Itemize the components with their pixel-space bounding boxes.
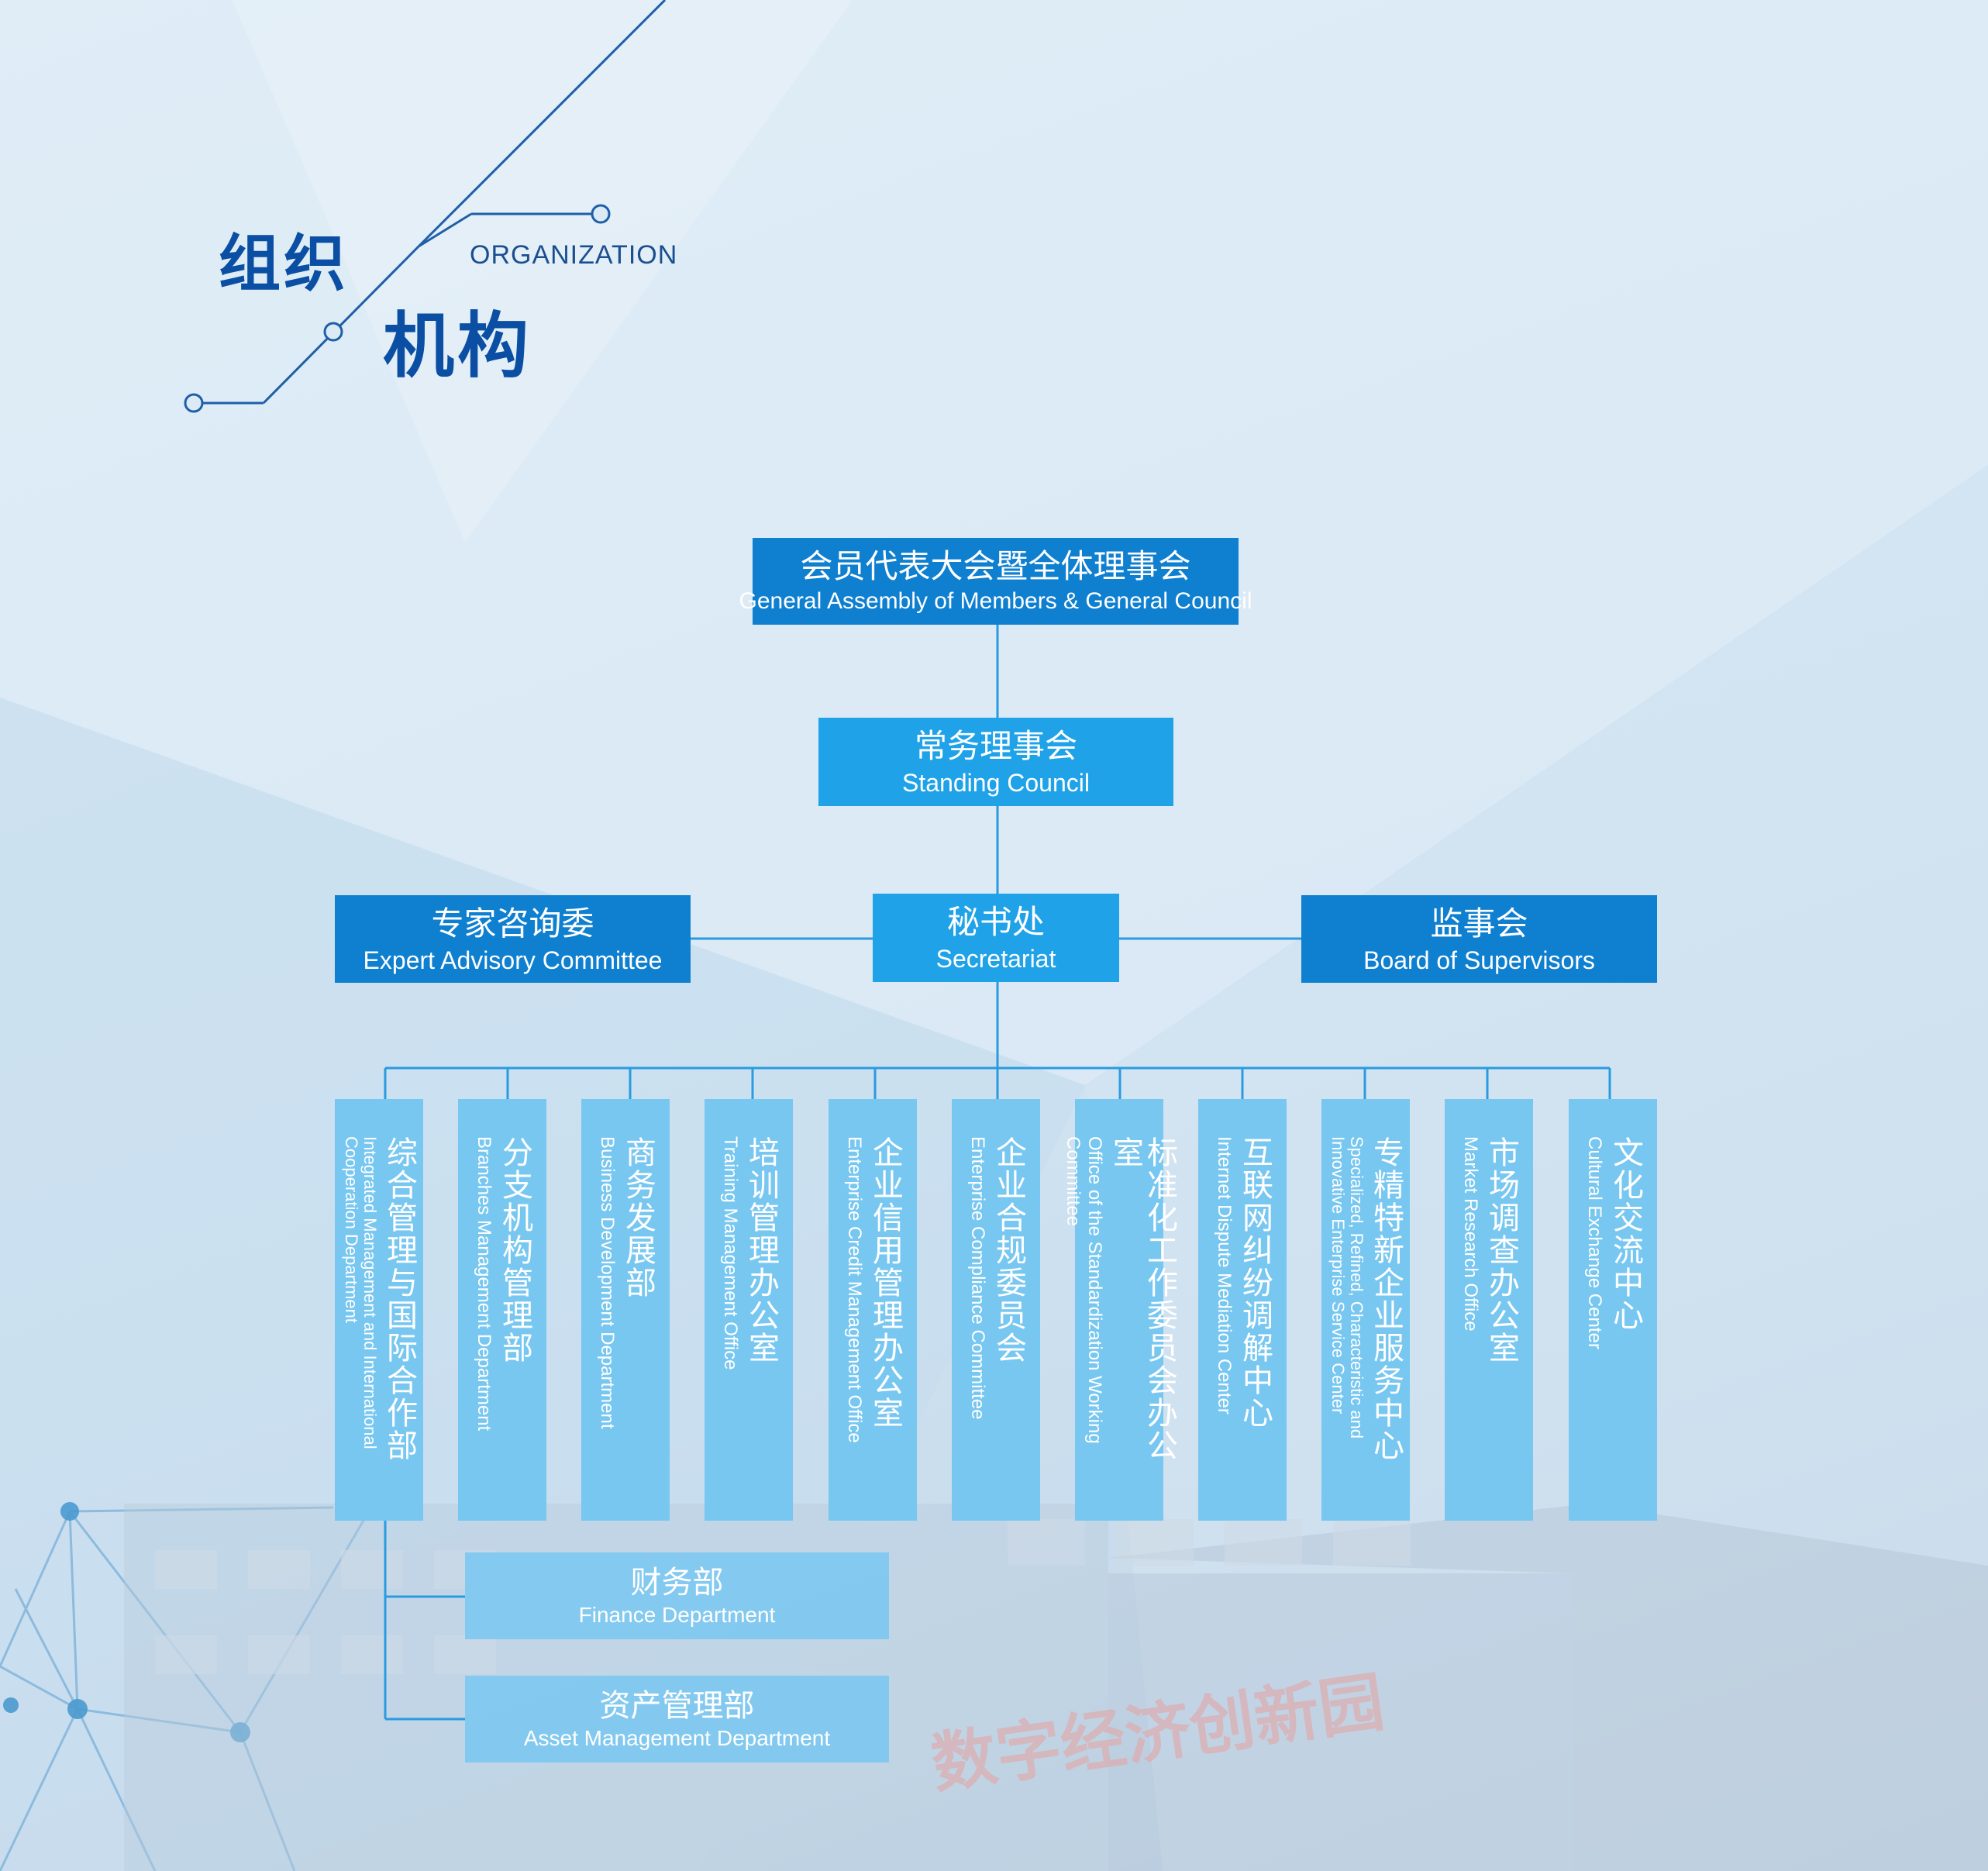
dept-enterprise-credit: 企业信用管理办公室 Enterprise Credit Management O… — [829, 1099, 917, 1521]
standing-council-en: Standing Council — [902, 769, 1090, 797]
dept-standardization-office: 标准化工作委员会办公室 Office of the Standardizatio… — [1063, 1099, 1177, 1521]
board-of-supervisors-en: Board of Supervisors — [1363, 946, 1595, 974]
dept-en: Enterprise Credit Management Office — [844, 1136, 865, 1443]
secretariat-en: Secretariat — [935, 945, 1056, 973]
board-of-supervisors-zh: 监事会 — [1430, 904, 1528, 942]
dept-zh: 专精特新企业服务中心 — [1368, 1136, 1404, 1462]
dept-branches-management: 分支机构管理部 Branches Management Department — [458, 1099, 546, 1521]
dept-en: Business Development Department — [597, 1136, 618, 1429]
dept-internet-dispute-mediation: 互联网纠纷调解中心 Internet Dispute Mediation Cen… — [1198, 1099, 1287, 1521]
asset-management-box: 资产管理部 Asset Management Department — [465, 1676, 889, 1762]
dept-zh: 培训管理办公室 — [743, 1136, 779, 1364]
general-assembly-box: 会员代表大会暨全体理事会 General Assembly of Members… — [739, 538, 1252, 625]
dept-zh: 文化交流中心 — [1607, 1136, 1643, 1332]
dept-en: Branches Management Department — [474, 1136, 494, 1432]
expert-advisory-box: 专家咨询委 Expert Advisory Committee — [335, 895, 691, 983]
dept-zh: 分支机构管理部 — [497, 1136, 532, 1364]
dept-specialized-enterprise-service: 专精特新企业服务中心 Specialized, Refined, Charact… — [1321, 1099, 1410, 1521]
dept-zh: 互联网纠纷调解中心 — [1237, 1136, 1273, 1429]
secretariat-box: 秘书处 Secretariat — [873, 894, 1119, 982]
dept-cultural-exchange: 文化交流中心 Cultural Exchange Center — [1569, 1099, 1657, 1521]
dept-en: Enterprise Compliance Committee — [967, 1136, 988, 1420]
finance-department-en: Finance Department — [578, 1603, 776, 1627]
expert-advisory-en: Expert Advisory Committee — [363, 946, 663, 974]
standing-council-box: 常务理事会 Standing Council — [818, 718, 1173, 806]
dept-zh: 商务发展部 — [620, 1136, 656, 1299]
building-background: 数字经济创新园 — [124, 1504, 1988, 1871]
dept-en: Market Research Office — [1460, 1136, 1481, 1332]
dept-zh: 市场调查办公室 — [1483, 1136, 1519, 1364]
finance-department-box: 财务部 Finance Department — [465, 1552, 889, 1639]
expert-advisory-zh: 专家咨询委 — [431, 904, 594, 942]
dept-zh: 综合管理与国际合作部 — [381, 1136, 417, 1462]
page-title-english: ORGANIZATION — [470, 240, 678, 270]
standing-council-zh: 常务理事会 — [914, 727, 1077, 765]
dept-en: Integrated Management and International … — [342, 1136, 380, 1449]
dept-enterprise-compliance: 企业合规委员会 Enterprise Compliance Committee — [952, 1099, 1040, 1521]
dept-zh: 企业合规委员会 — [991, 1136, 1026, 1364]
asset-management-en: Asset Management Department — [523, 1726, 831, 1750]
finance-department-zh: 财务部 — [630, 1565, 724, 1601]
page-title-line1: 组织 — [219, 228, 349, 300]
page-title-line2: 机构 — [383, 305, 532, 388]
dept-integrated-management: 综合管理与国际合作部 Integrated Management and Int… — [335, 1099, 423, 1521]
asset-management-zh: 资产管理部 — [599, 1688, 755, 1724]
dept-en: Specialized, Refined, Characteristic and… — [1328, 1136, 1366, 1439]
dept-en: Internet Dispute Mediation Center — [1214, 1136, 1235, 1414]
general-assembly-en: General Assembly of Members & General Co… — [739, 588, 1252, 614]
dept-business-development: 商务发展部 Business Development Department — [581, 1099, 670, 1521]
circuit-line-decoration — [184, 0, 667, 413]
dept-en: Office of the Standardization Working Co… — [1063, 1136, 1105, 1444]
dept-zh: 标准化工作委员会办公室 — [1108, 1136, 1177, 1462]
board-of-supervisors-box: 监事会 Board of Supervisors — [1301, 895, 1657, 983]
dept-market-research: 市场调查办公室 Market Research Office — [1445, 1099, 1533, 1521]
dept-training-management: 培训管理办公室 Training Management Office — [705, 1099, 793, 1521]
secretariat-zh: 秘书处 — [946, 903, 1045, 941]
dept-en: Cultural Exchange Center — [1584, 1136, 1605, 1349]
dept-zh: 企业信用管理办公室 — [867, 1136, 903, 1429]
dept-en: Training Management Office — [720, 1136, 741, 1370]
general-assembly-zh: 会员代表大会暨全体理事会 — [800, 547, 1191, 585]
